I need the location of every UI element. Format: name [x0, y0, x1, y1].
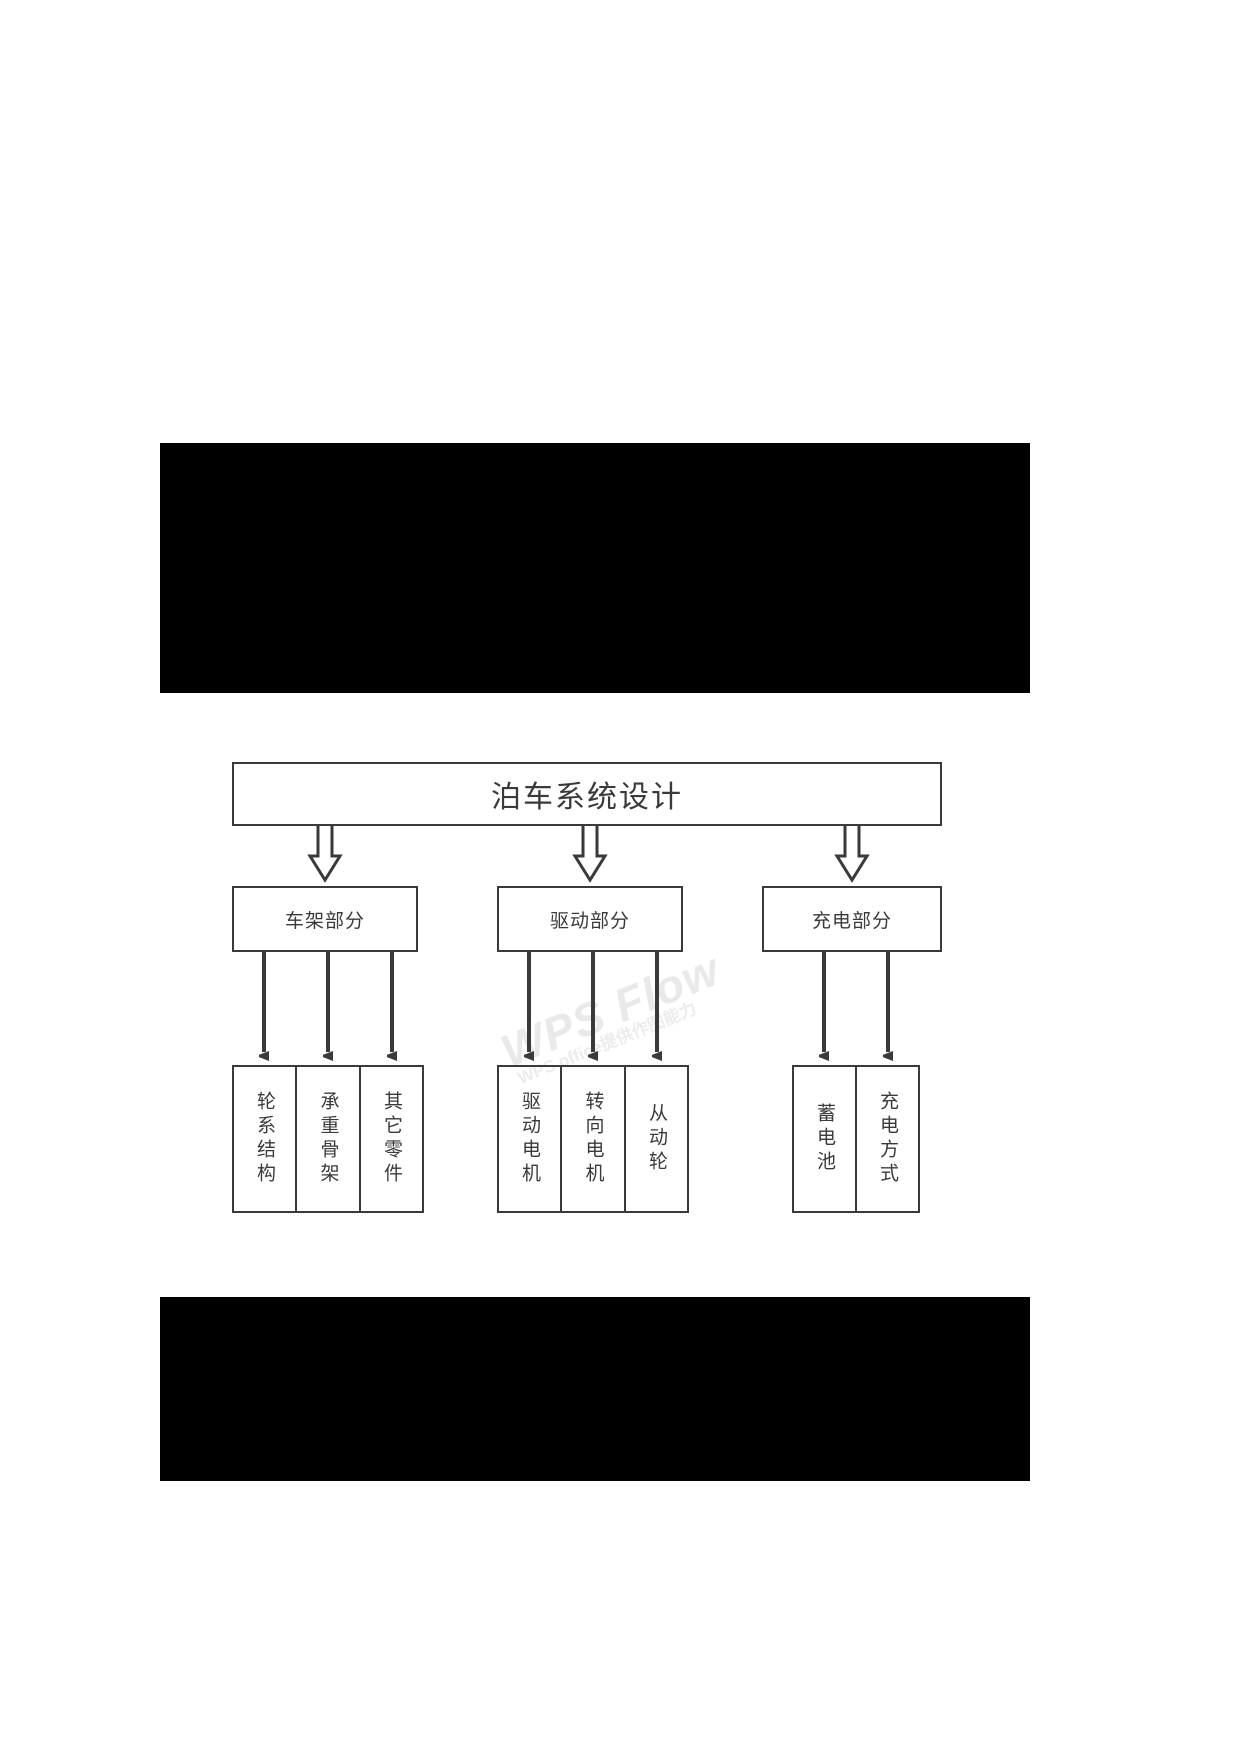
root-node-parking-system-design[interactable]: 泊车系统设计: [232, 762, 942, 826]
leaf-group-drive: 驱动电机 转向电机 从动轮: [497, 1065, 689, 1213]
upper-redacted-block: [160, 443, 1030, 693]
watermark-main-text: WPS Flow: [493, 942, 727, 1078]
leaf-node-battery[interactable]: 蓄电池: [792, 1065, 856, 1213]
leaf-group-charging: 蓄电池 充电方式: [792, 1065, 920, 1213]
leaf-label: 从动轮: [646, 1103, 667, 1175]
leaf-node-steering-motor[interactable]: 转向电机: [561, 1065, 625, 1213]
leaf-node-charging-method[interactable]: 充电方式: [856, 1065, 920, 1213]
lower-redacted-block: [160, 1297, 1030, 1481]
leaf-group-chassis: 轮系结构 承重骨架 其它零件: [232, 1065, 424, 1213]
leaf-label: 其它零件: [381, 1091, 402, 1187]
hollow-arrow-root-to-chassis: [307, 826, 343, 883]
leaf-label: 蓄电池: [814, 1103, 835, 1175]
leaf-label: 承重骨架: [317, 1091, 339, 1187]
leaf-node-drive-motor[interactable]: 驱动电机: [497, 1065, 561, 1213]
leaf-label: 轮系结构: [254, 1091, 275, 1187]
leaf-node-driven-wheel[interactable]: 从动轮: [625, 1065, 689, 1213]
leaf-label: 驱动电机: [519, 1091, 540, 1187]
branch-node-drive[interactable]: 驱动部分: [497, 886, 683, 952]
branch-node-chassis[interactable]: 车架部分: [232, 886, 418, 952]
hollow-arrow-root-to-charging: [834, 826, 870, 883]
leaf-label: 转向电机: [582, 1091, 604, 1187]
leaf-node-wheel-structure[interactable]: 轮系结构: [232, 1065, 296, 1213]
wps-flow-watermark: WPS Flow WPS office提供作图能力: [494, 943, 755, 1088]
leaf-node-other-parts[interactable]: 其它零件: [360, 1065, 424, 1213]
leaf-node-load-bearing-frame[interactable]: 承重骨架: [296, 1065, 360, 1213]
leaf-label: 充电方式: [877, 1091, 898, 1187]
branch-node-charging[interactable]: 充电部分: [762, 886, 942, 952]
hollow-arrow-root-to-drive: [572, 826, 608, 883]
